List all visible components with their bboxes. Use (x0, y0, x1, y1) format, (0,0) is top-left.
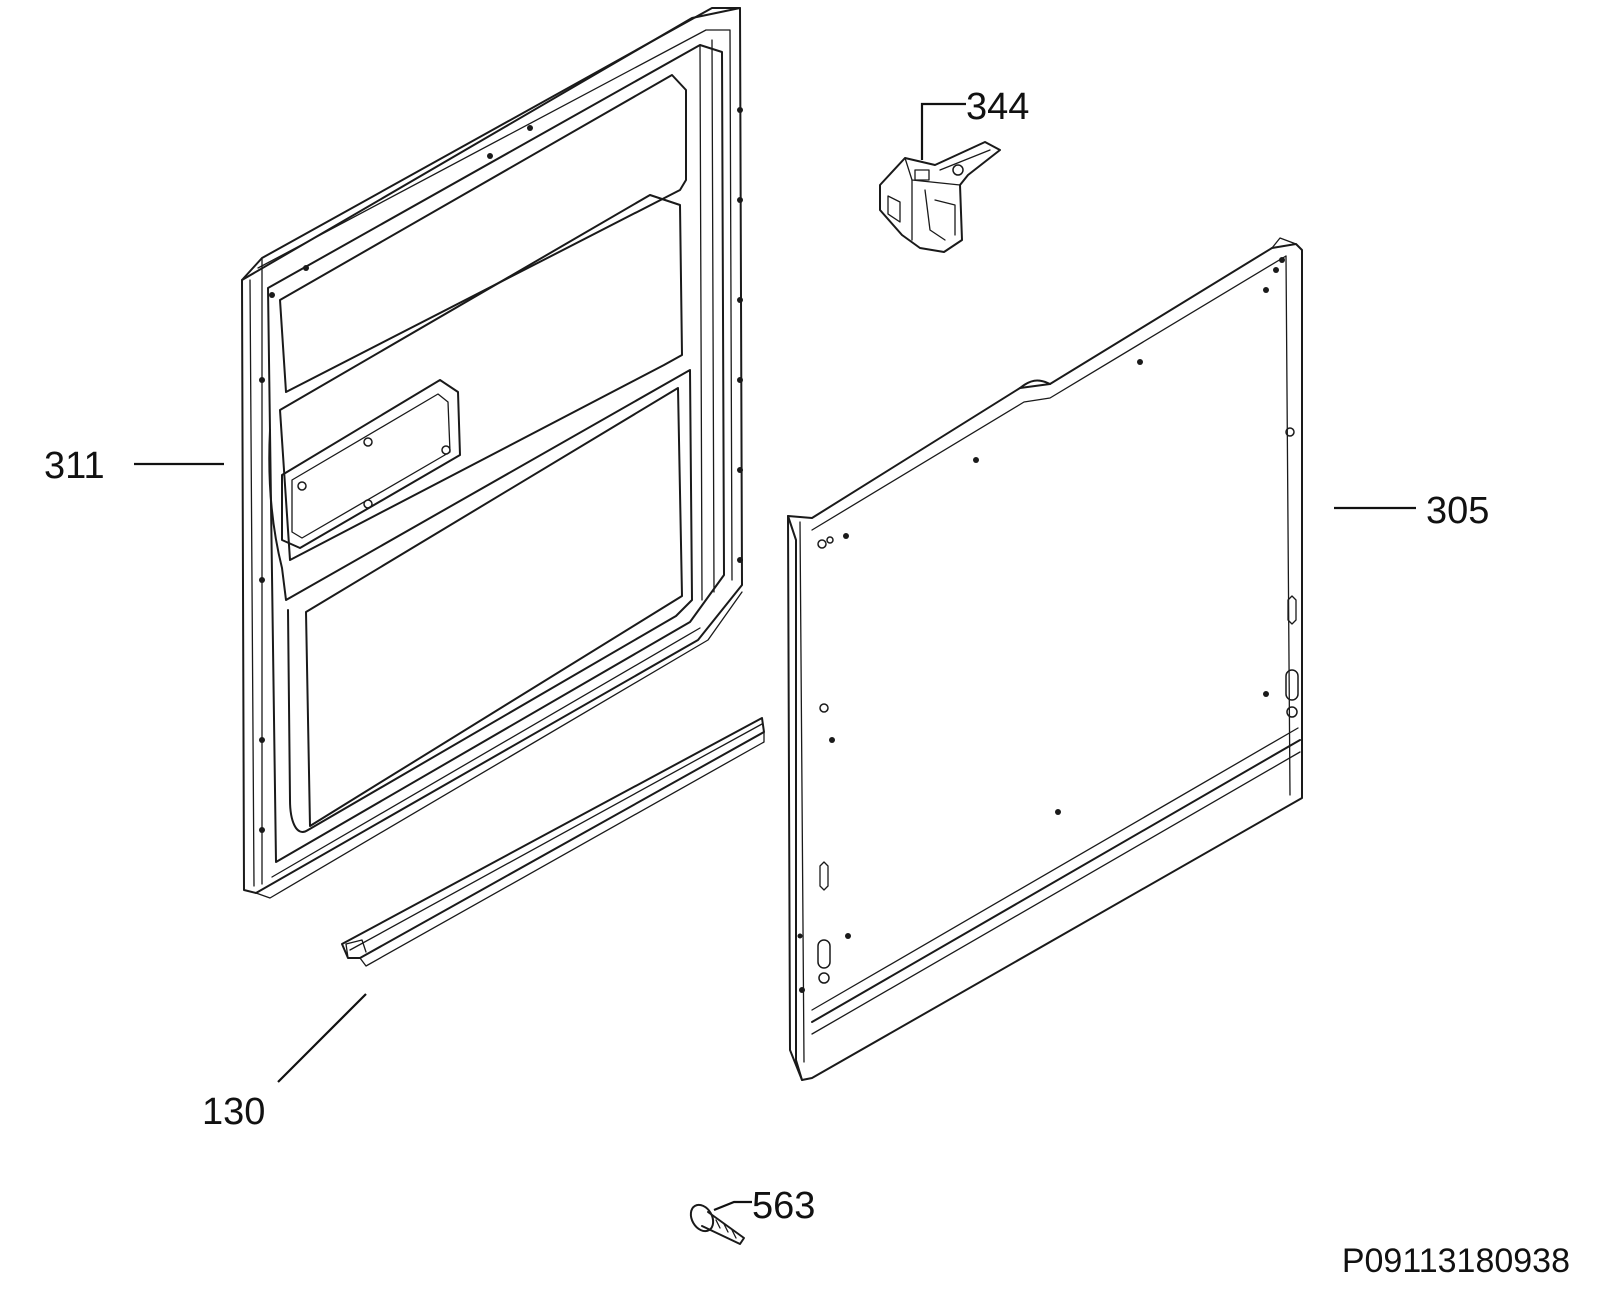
callout-344: 344 (966, 86, 1029, 128)
leader-563 (713, 1200, 752, 1212)
inner-door-panel-311[interactable] (241, 7, 743, 899)
drawing-reference-number: P09113180938 (1342, 1242, 1570, 1280)
callout-563: 563 (752, 1185, 815, 1227)
callout-130: 130 (202, 1091, 265, 1133)
callout-311: 311 (44, 445, 105, 487)
callout-305: 305 (1426, 490, 1489, 532)
leader-130 (277, 993, 367, 1083)
screw-563[interactable] (686, 1201, 745, 1245)
bottom-seal-strip-130[interactable] (341, 717, 765, 967)
leader-344 (920, 102, 966, 160)
outer-door-panel-305[interactable] (787, 237, 1303, 1081)
door-hinge-344[interactable] (879, 141, 1001, 253)
